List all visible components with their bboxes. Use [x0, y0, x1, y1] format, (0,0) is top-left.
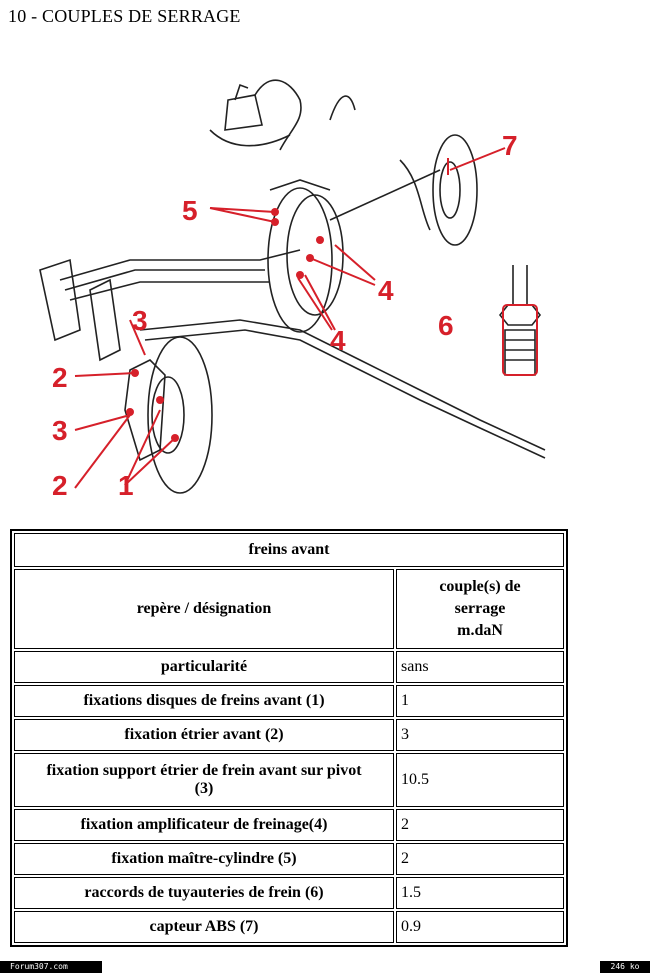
header-torque-line3: m.daN	[457, 622, 503, 639]
row-label: fixations disques de freins avant (1)	[14, 685, 394, 717]
row-value: 2	[396, 843, 564, 875]
table-row: fixation étrier avant (2) 3	[14, 719, 564, 751]
master-cylinder-reservoir	[224, 94, 263, 131]
table-row: capteur ABS (7) 0.9	[14, 911, 564, 943]
callout-6: 6	[438, 310, 454, 341]
footer-source: Forum307.com	[0, 961, 102, 973]
row-label: fixation amplificateur de freinage(4)	[14, 809, 394, 841]
callout-5: 5	[182, 195, 198, 226]
table-row: particularité sans	[14, 651, 564, 683]
row-value: sans	[396, 651, 564, 683]
row-label-line1: fixation support étrier de frein avant s…	[46, 762, 362, 779]
callout-7: 7	[502, 130, 518, 161]
callout-4-lower: 4	[330, 325, 346, 356]
callout-3-upper: 3	[132, 305, 148, 336]
brake-booster-outline	[267, 187, 333, 333]
row-label: raccords de tuyauteries de frein (6)	[14, 877, 394, 909]
callout-1: 1	[118, 470, 134, 501]
row-label: particularité	[14, 651, 394, 683]
row-label-line2: (3)	[194, 780, 214, 797]
row-label: fixation maître-cylindre (5)	[14, 843, 394, 875]
row-value: 10.5	[396, 753, 564, 807]
row-value: 2	[396, 809, 564, 841]
row-value: 1.5	[396, 877, 564, 909]
header-torque-line2: serrage	[454, 600, 506, 617]
table-caption-row: freins avant	[14, 533, 564, 567]
fixing-points	[126, 208, 324, 442]
row-value: 0.9	[396, 911, 564, 943]
row-value: 1	[396, 685, 564, 717]
row-label: fixation étrier avant (2)	[14, 719, 394, 751]
torque-table: freins avant repère / désignation couple…	[10, 529, 568, 947]
row-label: capteur ABS (7)	[14, 911, 394, 943]
row-value: 3	[396, 719, 564, 751]
header-torque-line1: couple(s) de	[439, 578, 521, 595]
table-caption: freins avant	[14, 533, 564, 567]
row-label: fixation support étrier de frein avant s…	[14, 753, 394, 807]
table-row: fixation amplificateur de freinage(4) 2	[14, 809, 564, 841]
table-row: fixations disques de freins avant (1) 1	[14, 685, 564, 717]
brake-diagram-svg: 1 2 2 3 3 4 4 5 6 7	[39, 79, 546, 501]
table-header-row: repère / désignation couple(s) de serrag…	[14, 569, 564, 649]
rear-disc-outline	[432, 134, 478, 246]
brake-lines	[39, 79, 546, 494]
header-torque: couple(s) de serrage m.daN	[396, 569, 564, 649]
fitting-highlight	[502, 304, 538, 376]
table-row: fixation maître-cylindre (5) 2	[14, 843, 564, 875]
table-row: fixation support étrier de frein avant s…	[14, 753, 564, 807]
callout-4-upper: 4	[378, 275, 394, 306]
callout-leaders	[74, 147, 538, 489]
callout-3-lower: 3	[52, 415, 68, 446]
callout-2-upper: 2	[52, 362, 68, 393]
header-designation: repère / désignation	[14, 569, 394, 649]
footer-size: 246 ko	[600, 961, 650, 973]
front-disc-outline	[147, 336, 213, 494]
page-title: 10 - COUPLES DE SERRAGE	[8, 6, 241, 26]
brake-system-diagram: 1 2 2 3 3 4 4 5 6 7	[0, 30, 650, 520]
callout-2-lower: 2	[52, 470, 68, 501]
table-row: raccords de tuyauteries de frein (6) 1.5	[14, 877, 564, 909]
